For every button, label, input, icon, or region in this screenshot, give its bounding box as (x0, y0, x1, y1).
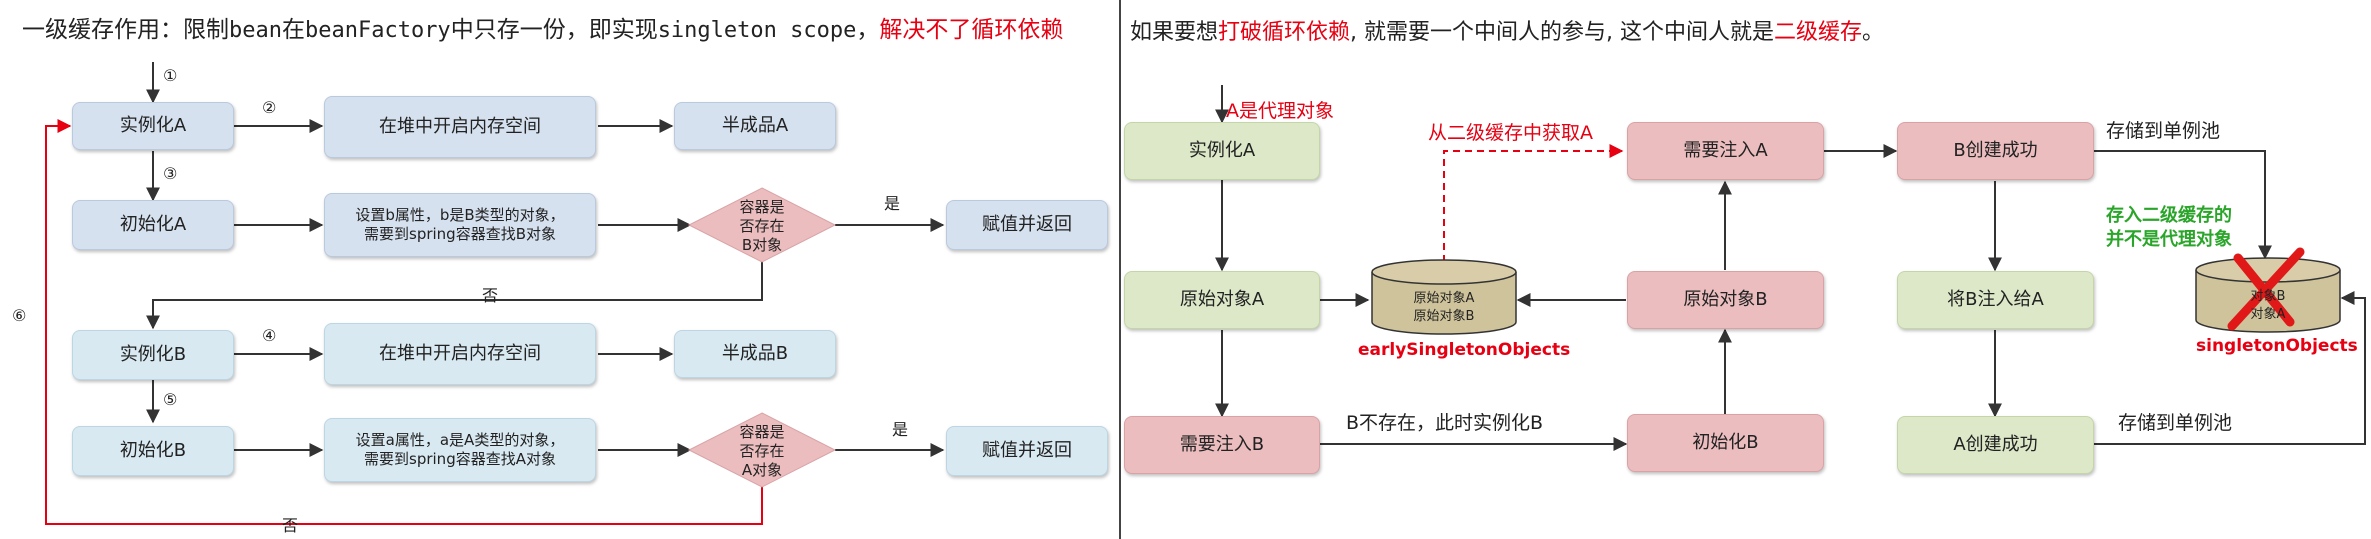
check-a-l1: 容器是 (739, 423, 785, 441)
cache-singleton-line2: 对象A (2250, 307, 2286, 323)
check-b-l3: B对象 (741, 235, 783, 254)
decision-check-b (687, 187, 837, 263)
arrow-r-Bcreated-pool (2094, 150, 2272, 260)
set-b-line1: 设置b属性，b是B类型的对象， (355, 205, 565, 224)
node-r-raw-b: 原始对象B (1627, 271, 1824, 329)
node-init-a: 初始化A (72, 200, 234, 250)
proxy-note-line1: 存入二级缓存的 (2106, 205, 2232, 226)
node-instantiate-a: 实例化A (72, 102, 234, 150)
left-title-code2: beanFactory (304, 18, 451, 43)
left-title-part1: 一级缓存作用：限制 (22, 17, 229, 43)
left-title-code3: singleton scope (657, 18, 857, 43)
node-assign-b: 赋值并返回 (946, 426, 1108, 476)
node-heap-a: 在堆中开启内存空间 (324, 96, 596, 158)
cylinder-early-singleton (1371, 259, 1517, 335)
right-title-part2: , 就需要一个中间人的参与, 这个中间人就是 (1350, 20, 1775, 45)
check-b-text: 容器是 否存在 B对象 (712, 198, 812, 254)
check-a-text: 容器是 否存在 A对象 (712, 423, 812, 479)
check-b-l1: 容器是 (739, 198, 785, 216)
cache-early-content: 原始对象A 原始对象B (1380, 290, 1508, 326)
check-a-l3: A对象 (741, 460, 783, 479)
left-title: 一级缓存作用：限制bean在beanFactory中只存一份，即实现single… (22, 10, 1063, 44)
node-r-need-b: 需要注入B (1124, 416, 1320, 474)
node-r-inject-b-to-a: 将B注入给A (1897, 271, 2094, 329)
node-r-b-created: B创建成功 (1897, 122, 2094, 180)
right-title-red1: 打破循环依赖 (1218, 20, 1351, 45)
label-no-2: 否 (282, 516, 299, 535)
label-yes-1: 是 (884, 194, 901, 213)
cache-singleton-content: 对象B 对象A (2204, 288, 2332, 324)
set-a-line1: 设置a属性，a是A类型的对象， (355, 430, 565, 449)
left-title-part2: 在 (281, 17, 305, 43)
left-title-part4: ， (856, 17, 880, 43)
right-title-part1: 如果要想 (1130, 20, 1219, 45)
node-r-raw-a: 原始对象A (1124, 271, 1320, 329)
node-semi-b: 半成品B (674, 330, 836, 378)
cache-early-name: earlySingletonObjects (1358, 340, 1571, 360)
step-2: ② (262, 98, 277, 117)
right-title-part3: 。 (1862, 20, 1885, 45)
node-r-instantiate-a: 实例化A (1124, 122, 1320, 180)
left-title-part3: 中只存一份，即实现 (450, 17, 658, 43)
left-title-code1: bean (229, 18, 282, 43)
node-r-a-created: A创建成功 (1897, 416, 2094, 474)
check-b-l2: 否存在 (739, 216, 785, 235)
label-no-1: 否 (482, 286, 499, 305)
cache-early-line1: 原始对象A (1413, 291, 1475, 306)
label-a-is-proxy: A是代理对象 (1226, 100, 1334, 122)
cache-singleton-line1: 对象B (2250, 289, 2286, 304)
step-1: ① (163, 66, 178, 85)
node-set-a: 设置a属性，a是A类型的对象， 需要到spring容器查找A对象 (324, 418, 596, 482)
set-a-line2: 需要到spring容器查找A对象 (364, 450, 556, 468)
cache-early-line2: 原始对象B (1413, 309, 1475, 325)
node-instantiate-b: 实例化B (72, 330, 234, 380)
decision-check-a (687, 412, 837, 488)
cache-singleton-name: singletonObjects (2196, 336, 2358, 356)
arrow-r-cache-needA-dashed (1443, 144, 1624, 262)
step-5: ⑤ (163, 390, 178, 409)
node-init-b: 初始化B (72, 426, 234, 476)
step-3: ③ (163, 164, 178, 183)
label-yes-2: 是 (892, 420, 909, 439)
node-heap-b: 在堆中开启内存空间 (324, 323, 596, 385)
arrow-loop-back (45, 119, 763, 525)
arrow-r-Acreated-pool (2094, 291, 2366, 445)
right-title: 如果要想打破循环依赖, 就需要一个中间人的参与, 这个中间人就是二级缓存。 (1130, 14, 1884, 46)
proxy-note-line2: 并不是代理对象 (2106, 229, 2232, 251)
node-r-need-a: 需要注入A (1627, 122, 1824, 180)
check-a-l2: 否存在 (739, 441, 785, 460)
label-b-not-exist: B不存在，此时实例化B (1346, 412, 1544, 434)
label-store-pool-1: 存储到单例池 (2106, 120, 2221, 142)
node-semi-a: 半成品A (674, 102, 836, 150)
left-title-red: 解决不了循环依赖 (879, 17, 1064, 43)
set-b-line2: 需要到spring容器查找B对象 (364, 225, 556, 243)
right-title-red2: 二级缓存 (1774, 20, 1863, 45)
red-cross-icon (2227, 247, 2305, 331)
node-set-b: 设置b属性，b是B类型的对象， 需要到spring容器查找B对象 (324, 193, 596, 257)
arrow-checkB-no (146, 262, 763, 330)
step-6: ⑥ (12, 306, 27, 325)
node-r-init-b: 初始化B (1627, 414, 1824, 472)
label-proxy-note: 存入二级缓存的 并不是代理对象 (2106, 204, 2232, 253)
label-get-from-l2: 从二级缓存中获取A (1428, 122, 1593, 144)
step-4: ④ (262, 326, 277, 345)
label-store-pool-2: 存储到单例池 (2118, 412, 2233, 434)
node-assign-a: 赋值并返回 (946, 200, 1108, 250)
